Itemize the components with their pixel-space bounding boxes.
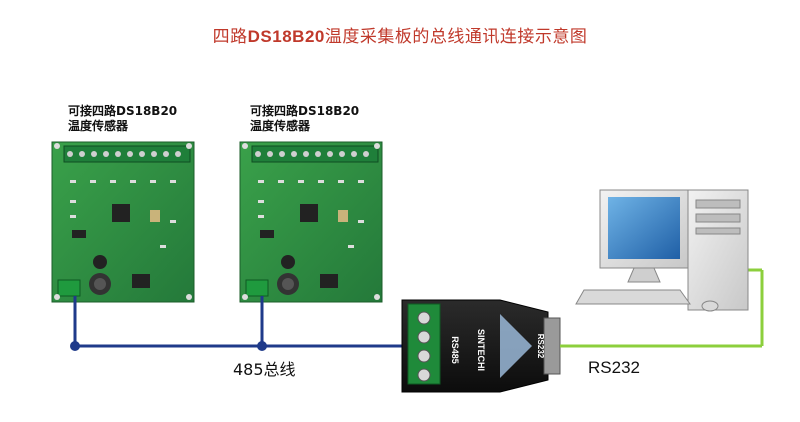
converter-port-left: RS485	[450, 336, 460, 364]
board1-label-line1: 可接四路DS18B20	[68, 104, 178, 118]
bus-label: 485总线	[233, 360, 296, 379]
converter-port-right: RS232	[536, 334, 545, 359]
computer	[575, 189, 749, 312]
converter-brand: SINTECHI	[476, 329, 486, 371]
title-part3: 温度采集板的总线通讯连接示意图	[324, 27, 588, 47]
board1-label: 可接四路DS18B20 温度传感器	[68, 104, 177, 134]
board1-label-line2: 温度传感器	[68, 119, 129, 133]
title-part2: DS18B20	[247, 27, 325, 46]
board2-label-line1: 可接四路DS18B20	[250, 104, 360, 118]
sensor-board-1	[51, 141, 195, 303]
title-part1: 四路	[212, 27, 248, 47]
sensor-board-2	[239, 141, 383, 303]
diagram-title: 四路DS18B20温度采集板的总线通讯连接示意图	[0, 22, 800, 47]
rs485-rs232-converter: RS485 SINTECHI RS232	[401, 299, 561, 393]
rs232-label: RS232	[588, 358, 640, 377]
board2-label-line2: 温度传感器	[250, 119, 311, 133]
rs485-bus	[70, 296, 408, 351]
rs232-cable	[560, 268, 764, 348]
board2-label: 可接四路DS18B20 温度传感器	[250, 104, 359, 134]
